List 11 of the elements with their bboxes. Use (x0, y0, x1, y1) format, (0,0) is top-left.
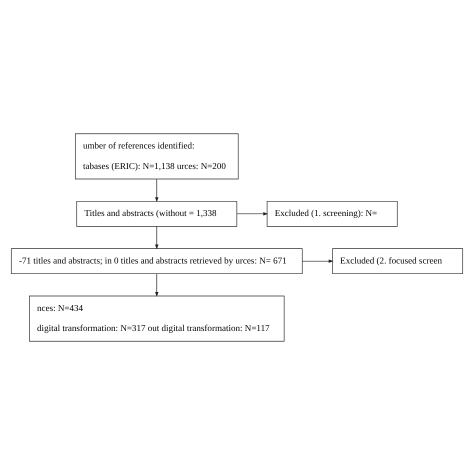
node-box: Titles and abstracts (without = 1,338 (76, 200, 238, 226)
node-box: Excluded (2. focused screen (332, 248, 464, 274)
arrow (236, 212, 268, 216)
arrow (155, 178, 158, 202)
node-box: Excluded (1. screening): N= (266, 200, 398, 226)
node-box: umber of references identified: tabases (ERIC): N=1,138 urces: N=200 (74, 132, 239, 179)
arrow (155, 226, 158, 249)
node-box: -71 titles and abstracts; in 0 titles and abstracts retrieved by urces: N= 671 (10, 248, 303, 274)
arrow (155, 272, 158, 296)
arrow (302, 258, 334, 262)
node-box: nces: N=434 digital transformation: N=317 out digital transformation: N=117 (29, 295, 284, 342)
